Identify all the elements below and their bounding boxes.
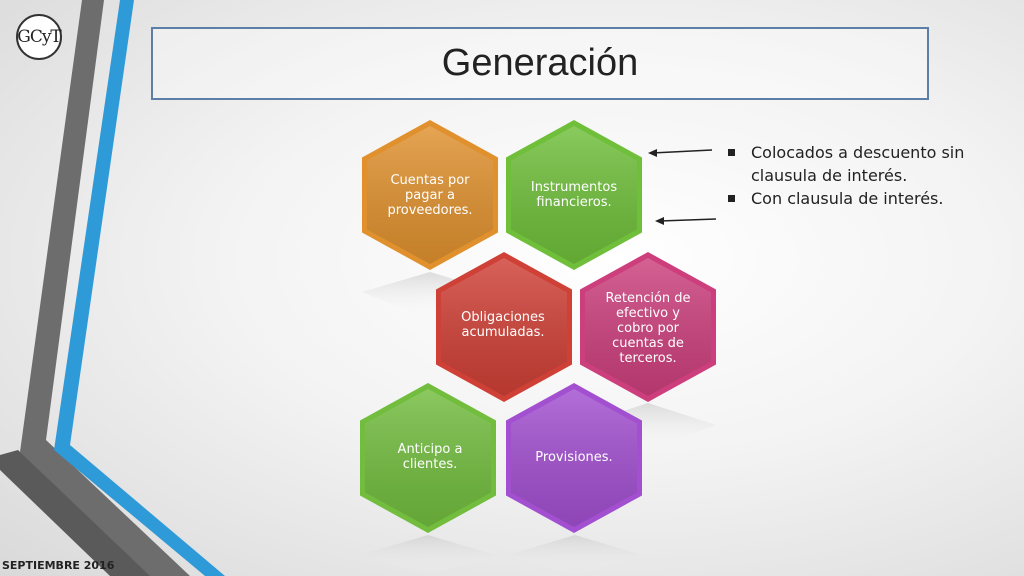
hex-label-instrumentos: Instrumentos financieros.	[530, 180, 618, 210]
hex-provisiones-shade	[511, 389, 637, 527]
hex-label-provisiones: Provisiones.	[535, 449, 613, 465]
bullet-text: Con clausula de interés.	[751, 189, 944, 208]
logo: GCyT	[16, 14, 62, 60]
hex-label-retencion: Retención de efectivo y cobro por cuenta…	[605, 290, 691, 366]
hex-anticipo-shade	[365, 389, 491, 527]
page-title: Generación	[441, 42, 639, 84]
bullet-list: Colocados a descuento sin clausula de in…	[728, 141, 998, 210]
hex-label-obligaciones: Obligaciones acumuladas.	[461, 310, 545, 340]
bullet-item: Con clausula de interés.	[728, 187, 998, 210]
title-box: Generación	[151, 27, 929, 100]
square-bullet-icon	[728, 195, 735, 202]
square-bullet-icon	[728, 149, 735, 156]
hex-retencion-shade	[585, 258, 711, 396]
bullet-item: Colocados a descuento sin clausula de in…	[728, 141, 998, 187]
hex-obligaciones-shade	[441, 258, 567, 396]
footer-date: SEPTIEMBRE 2016	[2, 559, 115, 572]
hex-cuentas-shade	[367, 126, 493, 264]
bullet-text: Colocados a descuento sin clausula de in…	[751, 143, 965, 185]
hex-instrumentos-shade	[511, 126, 637, 264]
hex-label-cuentas: Cuentas por pagar a proveedores.	[387, 172, 473, 218]
hex-label-anticipo: Anticipo a clientes.	[397, 442, 463, 472]
